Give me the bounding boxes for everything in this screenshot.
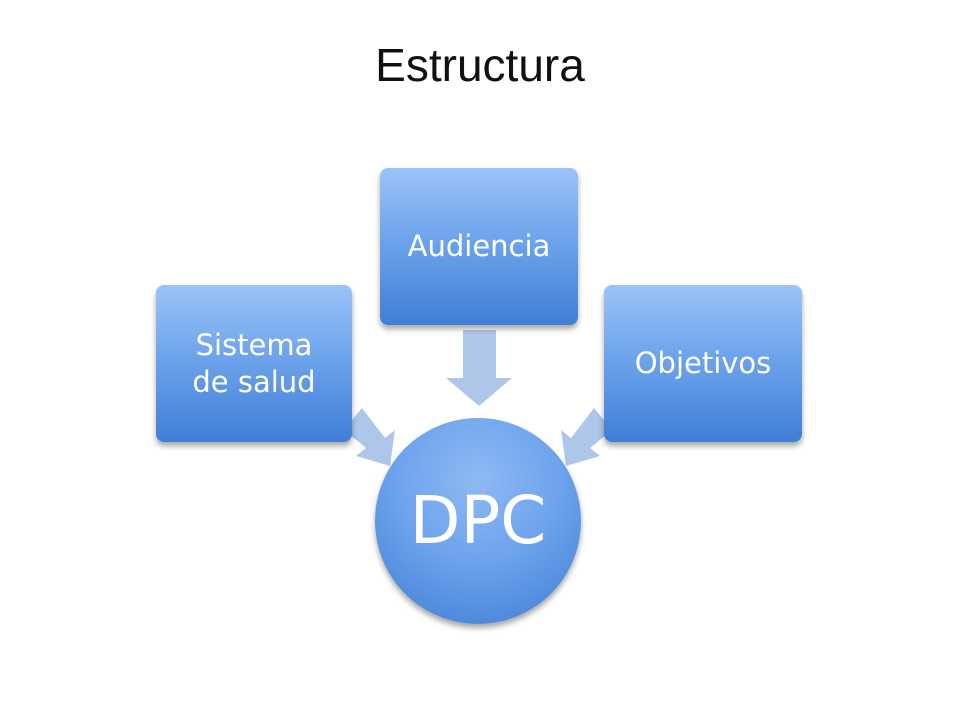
arrow-right [561,408,612,466]
slide-title: Estructura [375,39,585,91]
node-label: DPC [409,481,547,559]
node-objetivos: Objetivos [604,285,802,442]
node-dpc: DPC [375,418,581,624]
node-label: Audiencia [407,229,551,264]
node-label: Sistema de salud [192,328,316,399]
node-audiencia: Audiencia [380,168,578,325]
node-sistema-de-salud: Sistema de salud [156,285,352,442]
node-label: Objetivos [634,346,772,381]
arrow-top [446,330,512,406]
arrow-left [344,408,395,466]
